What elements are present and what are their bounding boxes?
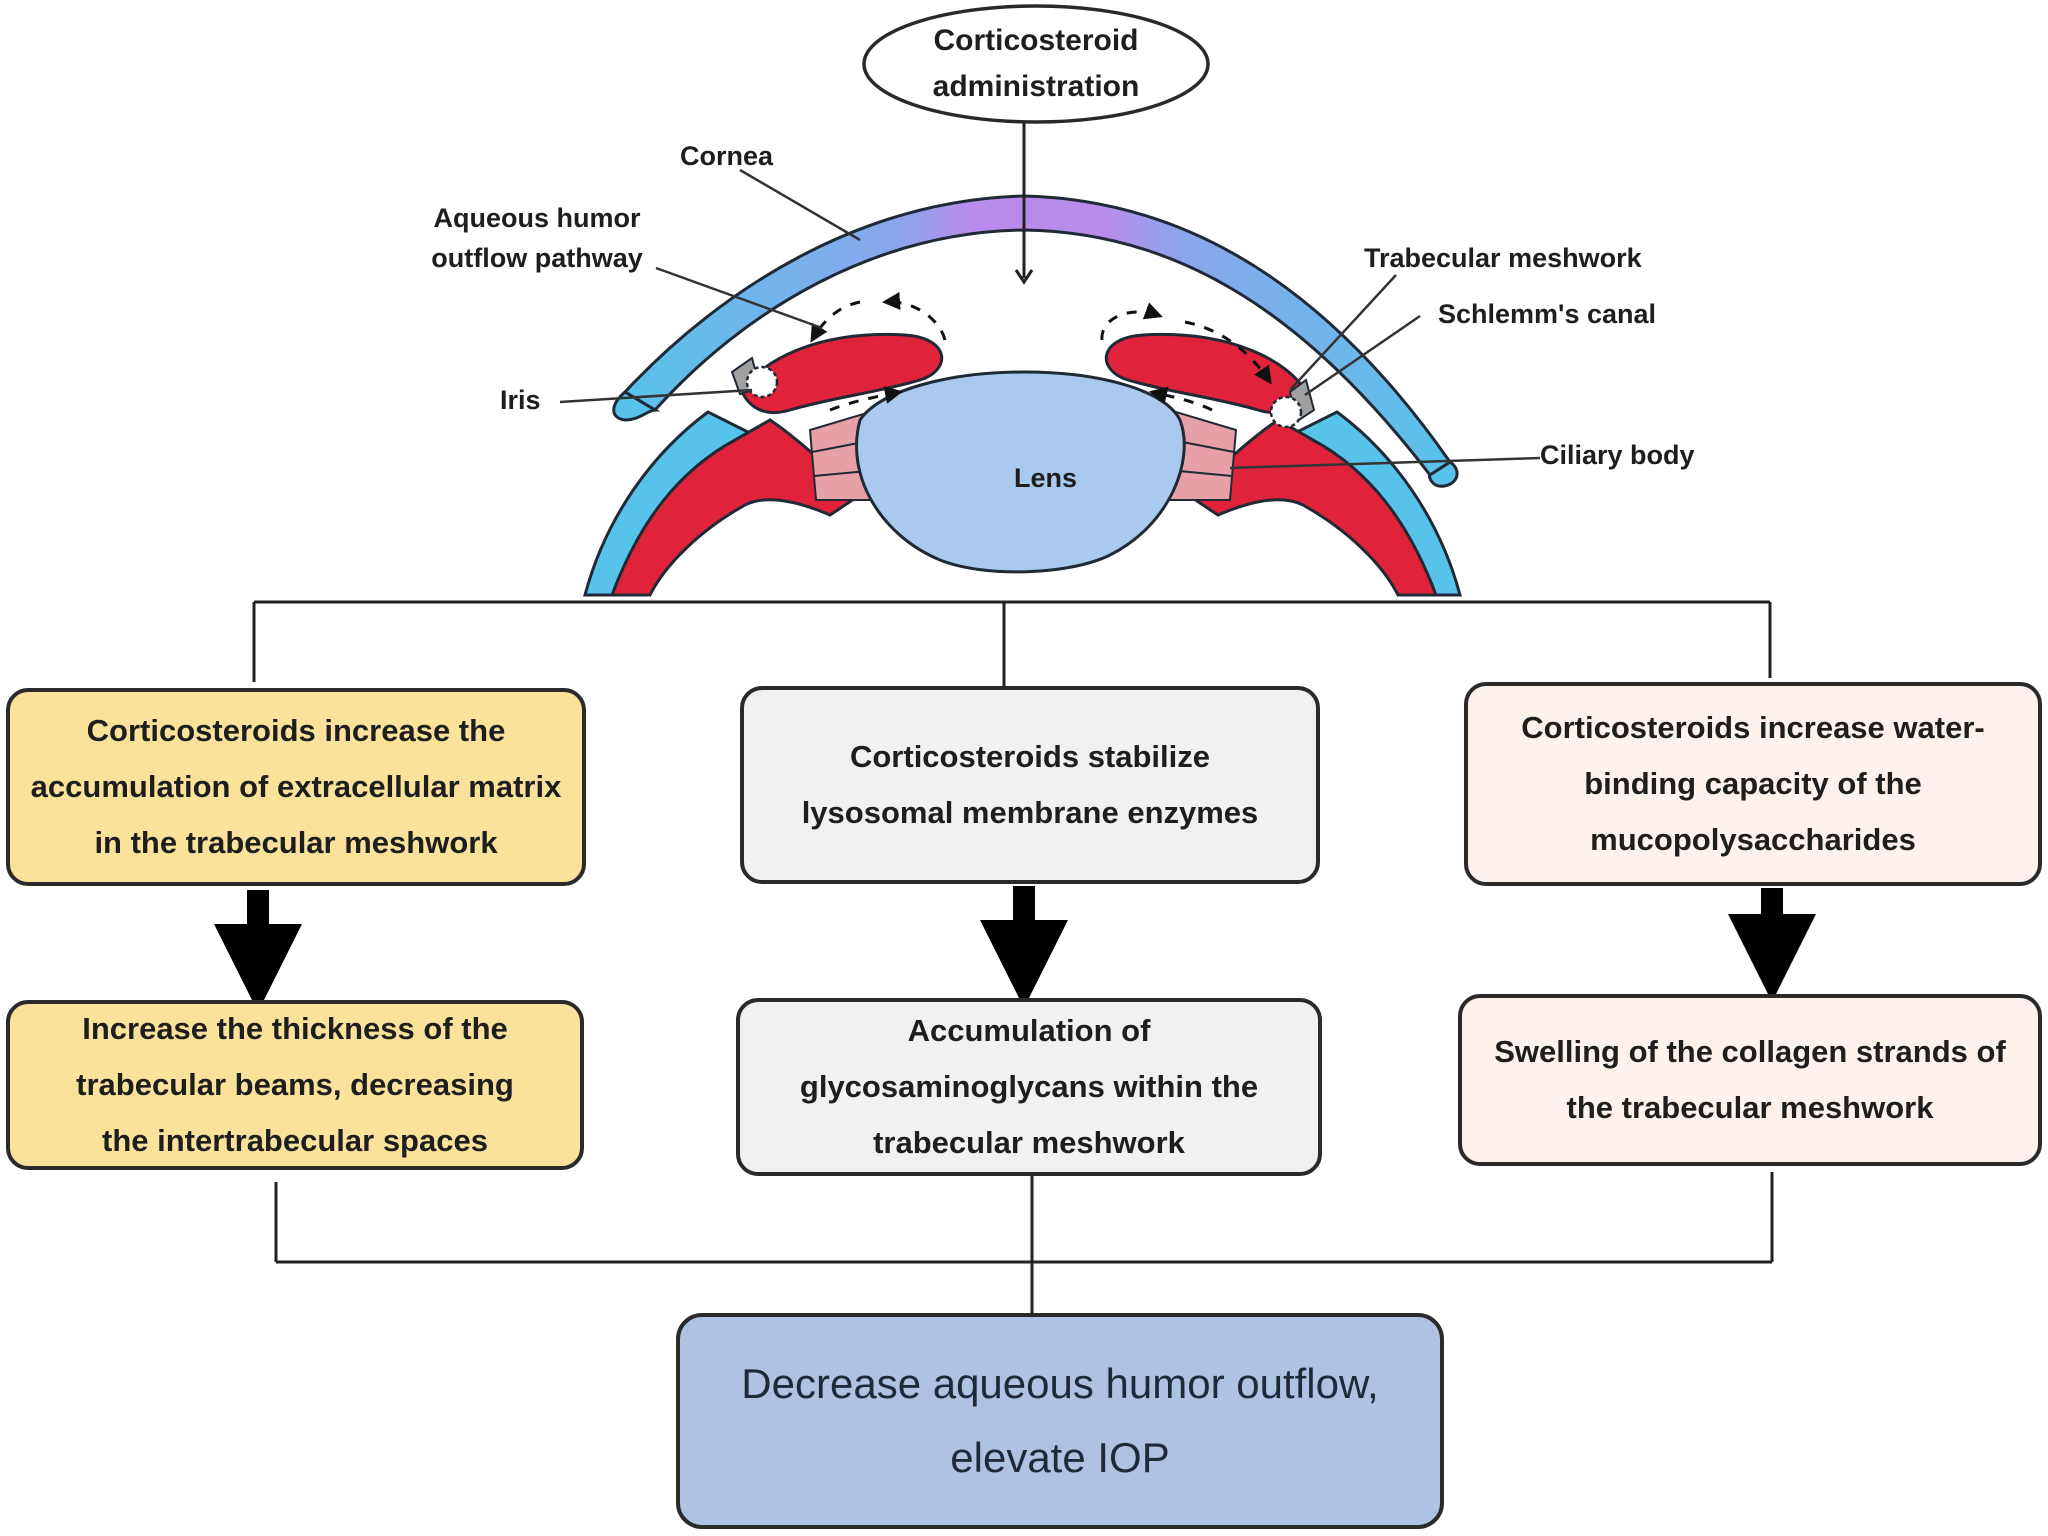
right-cornea-limb (1428, 460, 1459, 488)
mechanism-2-cause-text: Corticosteroids stabilize lysosomal memb… (801, 739, 1259, 830)
iris-label: Iris (500, 385, 541, 415)
start-node-label: Corticosteroid administration (932, 24, 1140, 103)
outcome-box: Decrease aqueous humor outflow, elevate … (676, 1313, 1444, 1529)
mechanism-2-cause-box: Corticosteroids stabilize lysosomal memb… (740, 686, 1320, 884)
merge-connectors (274, 1172, 1774, 1315)
mechanism-1-cause-box: Corticosteroids increase the accumulatio… (6, 688, 586, 886)
mechanism-3-cause-box: Corticosteroids increase water-binding c… (1464, 682, 2042, 886)
left-trabecular-meshwork (745, 365, 779, 399)
branch-connectors (252, 600, 1772, 688)
ciliary-body-label: Ciliary body (1540, 440, 1695, 470)
mechanism-1-effect-box: Increase the thickness of the trabecular… (6, 1000, 584, 1170)
outcome-text: Decrease aqueous humor outflow, elevate … (741, 1360, 1379, 1481)
left-iris (740, 332, 944, 415)
cornea-label: Cornea (680, 141, 774, 171)
mechanism-2-effect-box: Accumulation of glycosaminoglycans withi… (736, 998, 1322, 1176)
right-trabecular-meshwork (1269, 395, 1303, 429)
start-oval (862, 4, 1210, 124)
aqueous-pathway-label: Aqueous humor outflow pathway (431, 203, 643, 273)
mechanism-3-effect-text: Swelling of the collagen strands of the … (1494, 1034, 2006, 1125)
anatomy-leader-lines (559, 168, 1541, 470)
mechanism-3-effect-box: Swelling of the collagen strands of the … (1458, 994, 2042, 1166)
aqueous-flow-arrows (810, 292, 1272, 412)
mechanism-1-cause-text: Corticosteroids increase the accumulatio… (30, 713, 562, 860)
cause-effect-arrows (214, 886, 1816, 1012)
mechanism-1-effect-text: Increase the thickness of the trabecular… (76, 1011, 514, 1158)
schlemms-canal-label: Schlemm's canal (1438, 299, 1657, 329)
right-iris (1104, 332, 1308, 415)
mechanism-3-cause-text: Corticosteroids increase water-binding c… (1521, 710, 1985, 857)
lens-label: Lens (1014, 463, 1078, 493)
lens (855, 370, 1186, 574)
trabecular-meshwork-label: Trabecular meshwork (1364, 243, 1642, 273)
mechanism-2-effect-text: Accumulation of glycosaminoglycans withi… (799, 1013, 1259, 1160)
